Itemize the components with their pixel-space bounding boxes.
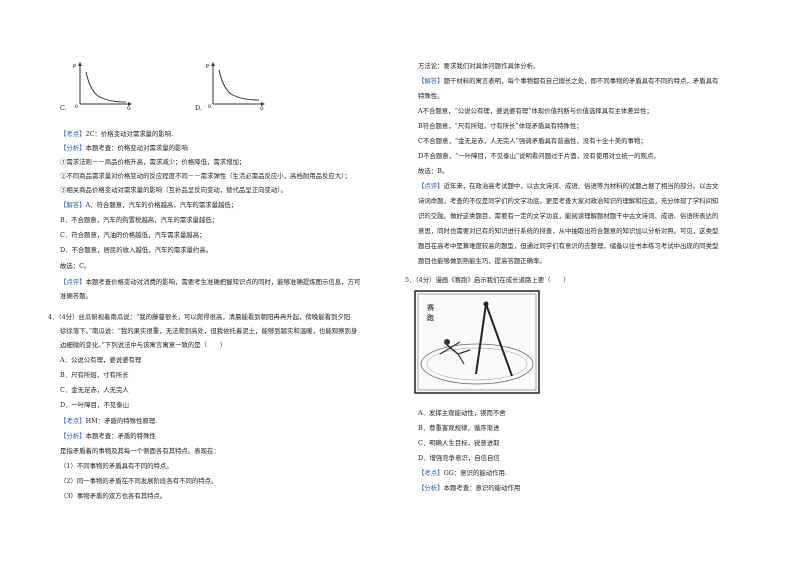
option-c: C．符合题意，汽油的价格越低，汽车需求量越高； bbox=[60, 231, 206, 239]
graph-c: P 0 Q bbox=[73, 62, 132, 110]
tag: 【考点】 bbox=[60, 417, 86, 425]
tag: 【分析】 bbox=[60, 144, 86, 152]
question-4-option-b: B．尺有所短，寸有所长 bbox=[60, 371, 129, 379]
text: 2C：价格变动对需求量的影响. bbox=[85, 130, 174, 138]
kaodian-2: 【考点】HM：矛盾的特殊性原理. bbox=[60, 417, 157, 425]
analysis-a: A不合题意，“公说公有理，婆说婆有理”体现价值判断与价值选择具有主体差异性； bbox=[418, 107, 653, 115]
fenxi-3: 【分析】本题考查：意识的能动作用 bbox=[418, 484, 520, 492]
analysis-d: D不合题意，“一叶障目，不见泰山”说明看问题过于片面，没有使用对立统一的观点。 bbox=[418, 152, 660, 160]
answer-3: 故选：C。 bbox=[60, 262, 91, 270]
fenxi-1: 【分析】本题考查：价格变动对需求量的影响 bbox=[60, 144, 188, 152]
question-4-line-3: 边细微的变化。”下列说法中与该寓言寓意一致的是（ ） bbox=[60, 341, 227, 349]
tag: 【分析】 bbox=[60, 432, 86, 440]
tag: 【解答】 bbox=[418, 77, 444, 85]
question-4-option-d: D．一叶障目，不见泰山 bbox=[60, 401, 130, 409]
question-4-option-c: C．金无足赤，人无完人 bbox=[60, 386, 129, 394]
text: GG：意识的能动作用. bbox=[443, 469, 507, 477]
text: 本题考查价格变动对消费的影响，需要考生准确把握知识点的同时，能够准确提炼图示信息… bbox=[85, 278, 361, 286]
jieda-1: 【解答】A．符合题意，汽车的价格越高，汽车的需求量越低； bbox=[60, 201, 237, 209]
comic-title-char-2: 跑 bbox=[427, 313, 434, 322]
analysis-b: B符合题意，“尺有所短，寸有所长”体现矛盾具有特殊性； bbox=[418, 122, 583, 130]
dianping-2-line-3: 识的交融。做好这类题目，需要有一定的文学功底，能阅读理解题材题干中古文诗词、成语… bbox=[418, 212, 719, 220]
dianping-2-line-5: 题目在高考中是算难度较高的题型，但通过同学们有意识的去整理，储备以往书本练习考试… bbox=[418, 242, 719, 250]
fenxi-2-line-4: （3）事物矛盾的双方也各有其特点。 bbox=[60, 492, 167, 500]
comic-race-illustration: 赛 跑 bbox=[414, 290, 540, 394]
question-4-line-2: 徐徐落下。”南瓜说：“我的果实很重，无法爬到高处，但我依托着泥土，能够到踏实和温… bbox=[60, 327, 358, 335]
fenxi-2-line-2: （1）不同事物的矛盾具有不同的特点。 bbox=[60, 462, 173, 470]
dianping-2-line-2: 诗词命题，考查的不仅是同学们的文学功底，更是考查大家对政治知识的理解和应运，充分… bbox=[418, 197, 719, 205]
dianping-1-cont: 准确答题。 bbox=[60, 292, 92, 300]
question-4-option-a: A．公说公有理，婆说婆有理 bbox=[60, 356, 142, 364]
option-d: D．不合题意，居民的收入越低，汽车的需求量约高。 bbox=[60, 246, 213, 254]
fenxi-2: 【分析】本题考查：矛盾的特殊性 bbox=[60, 432, 156, 440]
graph-d-label: D. bbox=[195, 104, 202, 112]
tag: 【考点】 bbox=[60, 130, 86, 138]
text: HM：矛盾的特殊性原理. bbox=[85, 417, 158, 425]
tag: 【点评】 bbox=[60, 278, 86, 286]
kaodian-3: 【考点】GG：意识的能动作用. bbox=[418, 469, 507, 477]
fenxi-2-line-3: （2）同一事物的矛盾在不同发展阶段各有不同的特点。 bbox=[60, 477, 218, 485]
svg-text:Q: Q bbox=[260, 106, 264, 110]
graph-d: P 0 Q bbox=[206, 62, 265, 110]
question-5: 5．（4分）漫画《赛跑》启示我们在成长道路上要（ ） bbox=[405, 276, 570, 284]
dianping-2: 【点评】近年来，在政治高考试题中，以古文诗词、成语、俗语等为材料的试题占据了相当… bbox=[418, 182, 718, 190]
jieda-2-cont: 特殊性。 bbox=[418, 92, 444, 100]
svg-text:Q: Q bbox=[127, 106, 131, 110]
text: 题干材料的寓言表明，每个事物都有自己擅长之处，即不同事物的矛盾具有不同的特点，矛… bbox=[443, 77, 719, 85]
text: 本题考查：意识的能动作用 bbox=[443, 484, 521, 492]
dianping-2-line-6: 题目也能够做到熟能生巧，提高答题正确率。 bbox=[418, 257, 546, 265]
fenxi-1-point-3: ③相关商品价格变动对需求量的影响（互补品呈反向变动，替代品呈正向变动）。 bbox=[60, 186, 287, 194]
fenxi-2-line-1: 是指矛盾着的事物及其每一个侧面各有其特点。表现在： bbox=[60, 447, 220, 455]
option-b: B．不合题意，汽车的购置税越高，汽车的需求量越低； bbox=[60, 216, 219, 224]
analysis-c: C不合题意，“金无足赤，人无完人”强调矛盾具有普遍性，没有十全十美的事物； bbox=[418, 137, 647, 145]
tag: 【分析】 bbox=[418, 484, 444, 492]
fangfa-lun: 方法论：要求我们对具体问题作具体分析。 bbox=[418, 62, 540, 70]
question-5-option-c: C．明确人生目标，锐意进取 bbox=[418, 439, 500, 447]
tag: 【点评】 bbox=[418, 182, 444, 190]
text: 本题考查：矛盾的特殊性 bbox=[85, 432, 156, 440]
question-5-option-d: D．增强竞争意识，自信自信 bbox=[418, 454, 500, 462]
question-5-option-a: A．发挥主观能动性，锲而不舍 bbox=[418, 409, 506, 417]
text: 近年来，在政治高考试题中，以古文诗词、成语、俗语等为材料的试题占据了相当的部分。… bbox=[443, 182, 719, 190]
svg-text:0: 0 bbox=[75, 104, 78, 110]
fenxi-1-point-1: ①需求法则－－商品价格升高，需求减少；价格降低，需求增加； bbox=[60, 158, 246, 166]
question-4-line-1: 4．（4分）丝瓜俯视着南瓜说：“我的藤蔓很长，可以爬得很高，清晨能看到朝阳冉冉升… bbox=[48, 313, 351, 321]
question-5-option-b: B．尊重客观规律，循序渐进 bbox=[418, 424, 500, 432]
svg-text:P: P bbox=[73, 64, 76, 70]
text: A．符合题意，汽车的价格越高，汽车的需求量越低； bbox=[85, 201, 238, 209]
svg-text:0: 0 bbox=[208, 104, 211, 110]
answer-4: 故选：B。 bbox=[418, 167, 449, 175]
dianping-2-line-4: 意思，同时也需要对已有的知识进行系统的排查，从中抽取出符合题意的知识加以分析对照… bbox=[418, 227, 719, 235]
jieda-2: 【解答】题干材料的寓言表明，每个事物都有自己擅长之处，即不同事物的矛盾具有不同的… bbox=[418, 77, 718, 85]
svg-text:P: P bbox=[206, 64, 209, 70]
kaodian-1: 【考点】2C：价格变动对需求量的影响. bbox=[60, 130, 173, 138]
graph-c-label: C. bbox=[60, 104, 67, 112]
tag: 【解答】 bbox=[60, 201, 86, 209]
text: 本题考查：价格变动对需求量的影响 bbox=[85, 144, 188, 152]
tag: 【考点】 bbox=[418, 469, 444, 477]
fenxi-1-point-2: ②不同商品需求量对价格变动的反应程度不同－－需求弹性（生活必需品反应小，高档耐用… bbox=[60, 172, 351, 180]
comic-title-char-1: 赛 bbox=[427, 303, 434, 312]
dianping-1: 【点评】本题考查价格变动对消费的影响，需要考生准确把握知识点的同时，能够准确提炼… bbox=[60, 278, 360, 286]
